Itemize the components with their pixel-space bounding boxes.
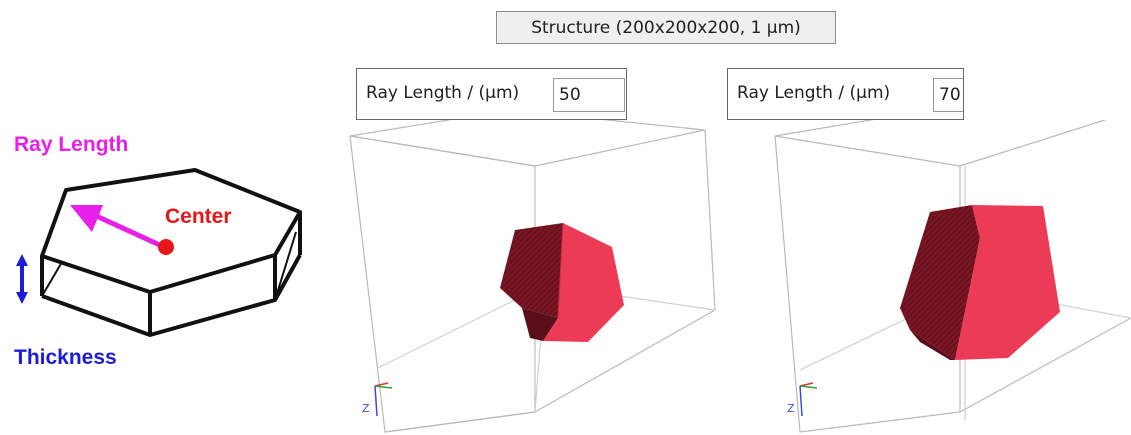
structure-view-left[interactable]: Z xyxy=(330,120,730,435)
ray-length-label-right: Ray Length / (μm) xyxy=(737,83,891,103)
ray-length-panel-right: Ray Length / (μm) 70 xyxy=(727,68,964,120)
center-label: Center xyxy=(165,205,232,228)
grain-solid xyxy=(500,222,624,342)
ray-length-label-left: Ray Length / (μm) xyxy=(366,83,520,103)
center-point xyxy=(158,239,174,255)
ray-length-arrowhead xyxy=(70,205,103,232)
axis-z-label: Z xyxy=(362,402,370,415)
hexagon-schematic xyxy=(16,168,302,337)
grain-solid xyxy=(900,205,1060,360)
thickness-label: Thickness xyxy=(14,346,117,369)
ray-length-arrow xyxy=(90,211,166,250)
structure-view-right[interactable]: Z xyxy=(760,120,1131,435)
ray-length-label: Ray Length xyxy=(14,133,129,156)
ray-length-input-right[interactable]: 70 xyxy=(933,78,963,112)
thickness-arrow xyxy=(16,254,28,304)
axis-triad: Z xyxy=(362,382,393,417)
axis-z-label: Z xyxy=(787,402,795,415)
ray-length-input-left[interactable]: 50 xyxy=(553,78,625,112)
structure-title: Structure (200x200x200, 1 μm) xyxy=(496,11,836,44)
ray-length-panel-left: Ray Length / (μm) 50 xyxy=(356,68,627,120)
axis-triad: Z xyxy=(787,382,818,417)
